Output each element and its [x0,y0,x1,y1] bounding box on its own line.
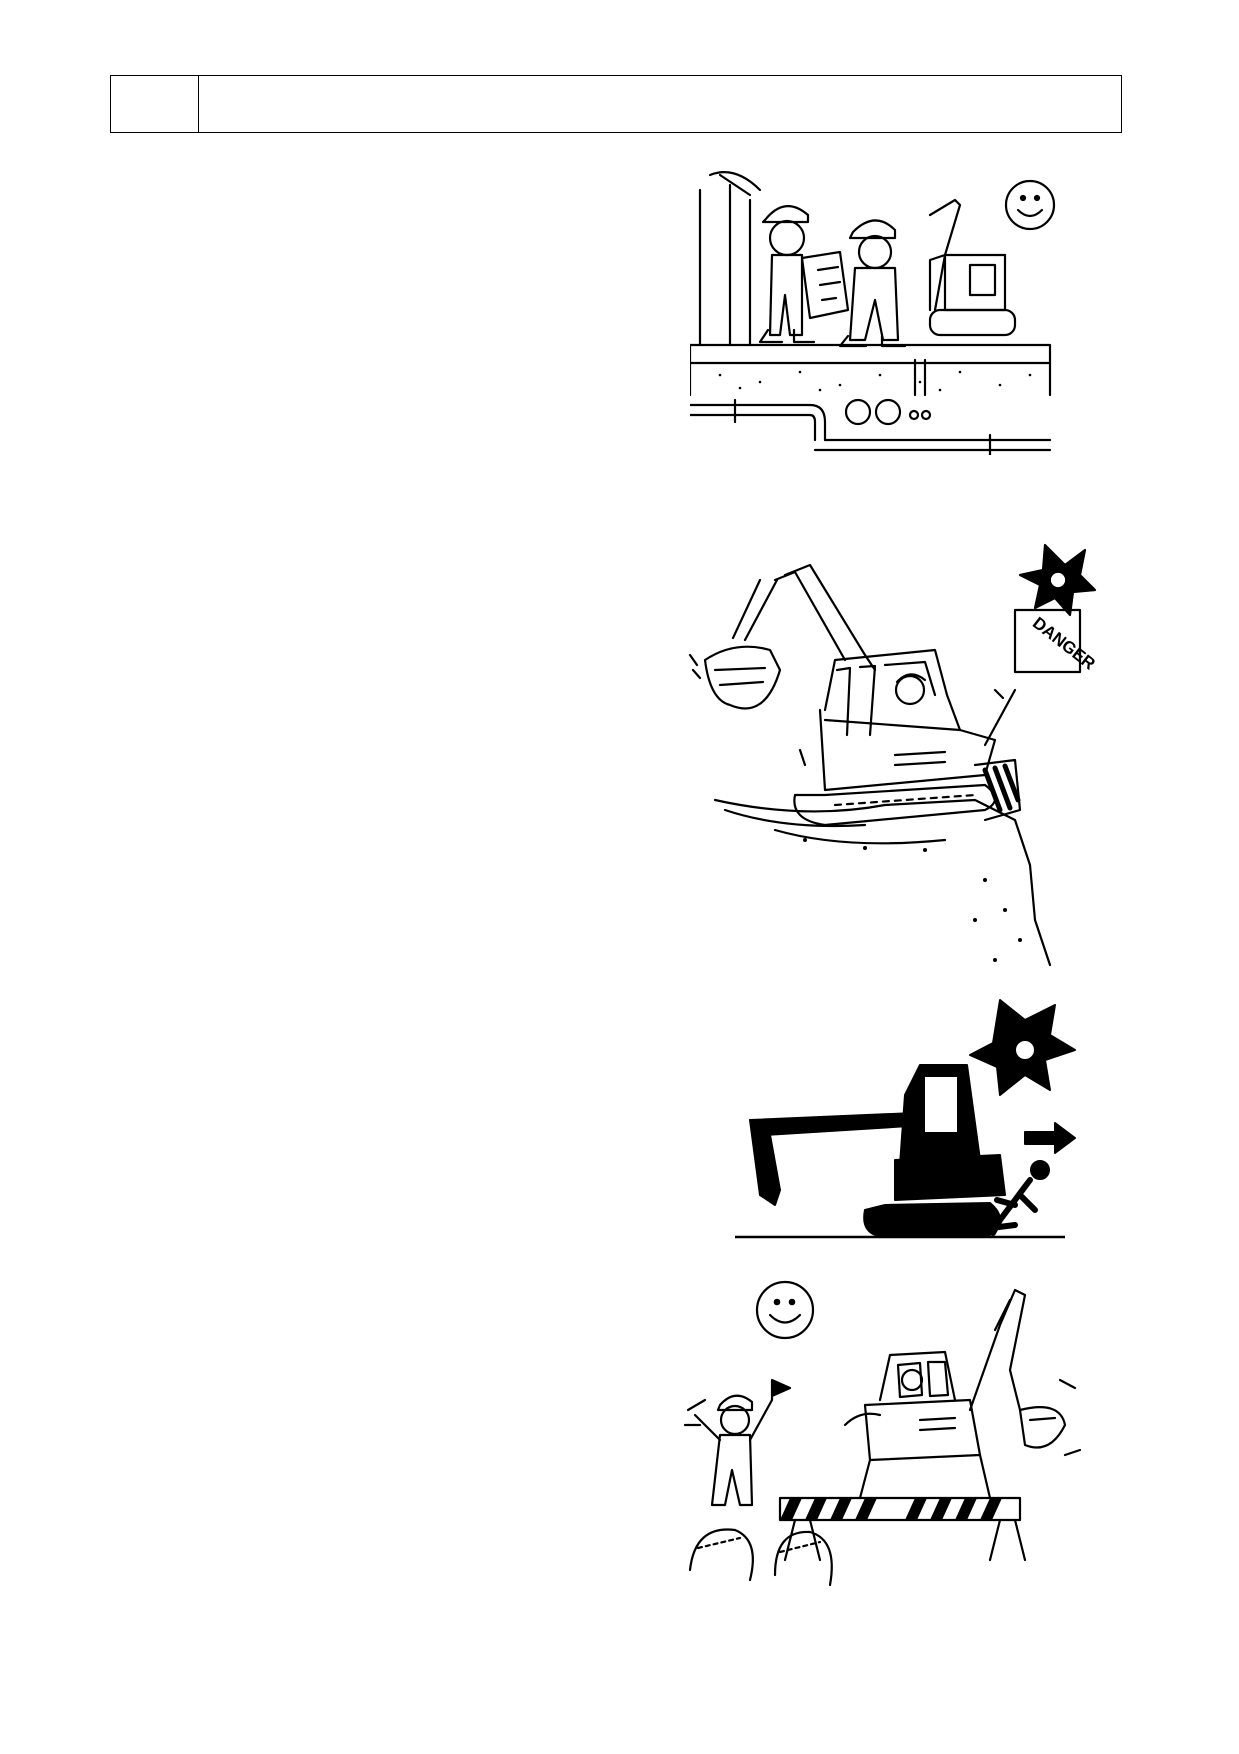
illustration-site-planning [690,160,1060,455]
illustration-excavator-reversing-hazard [735,995,1130,1250]
illustration-flagman-barrier-safety [680,1270,1090,1600]
illustration-excavator-edge-tipping: DANGER [685,520,1125,970]
header-title-cell [199,76,1121,132]
header-table [110,75,1122,133]
header-number-cell [111,76,199,132]
danger-sign-text: DANGER [1029,613,1099,673]
